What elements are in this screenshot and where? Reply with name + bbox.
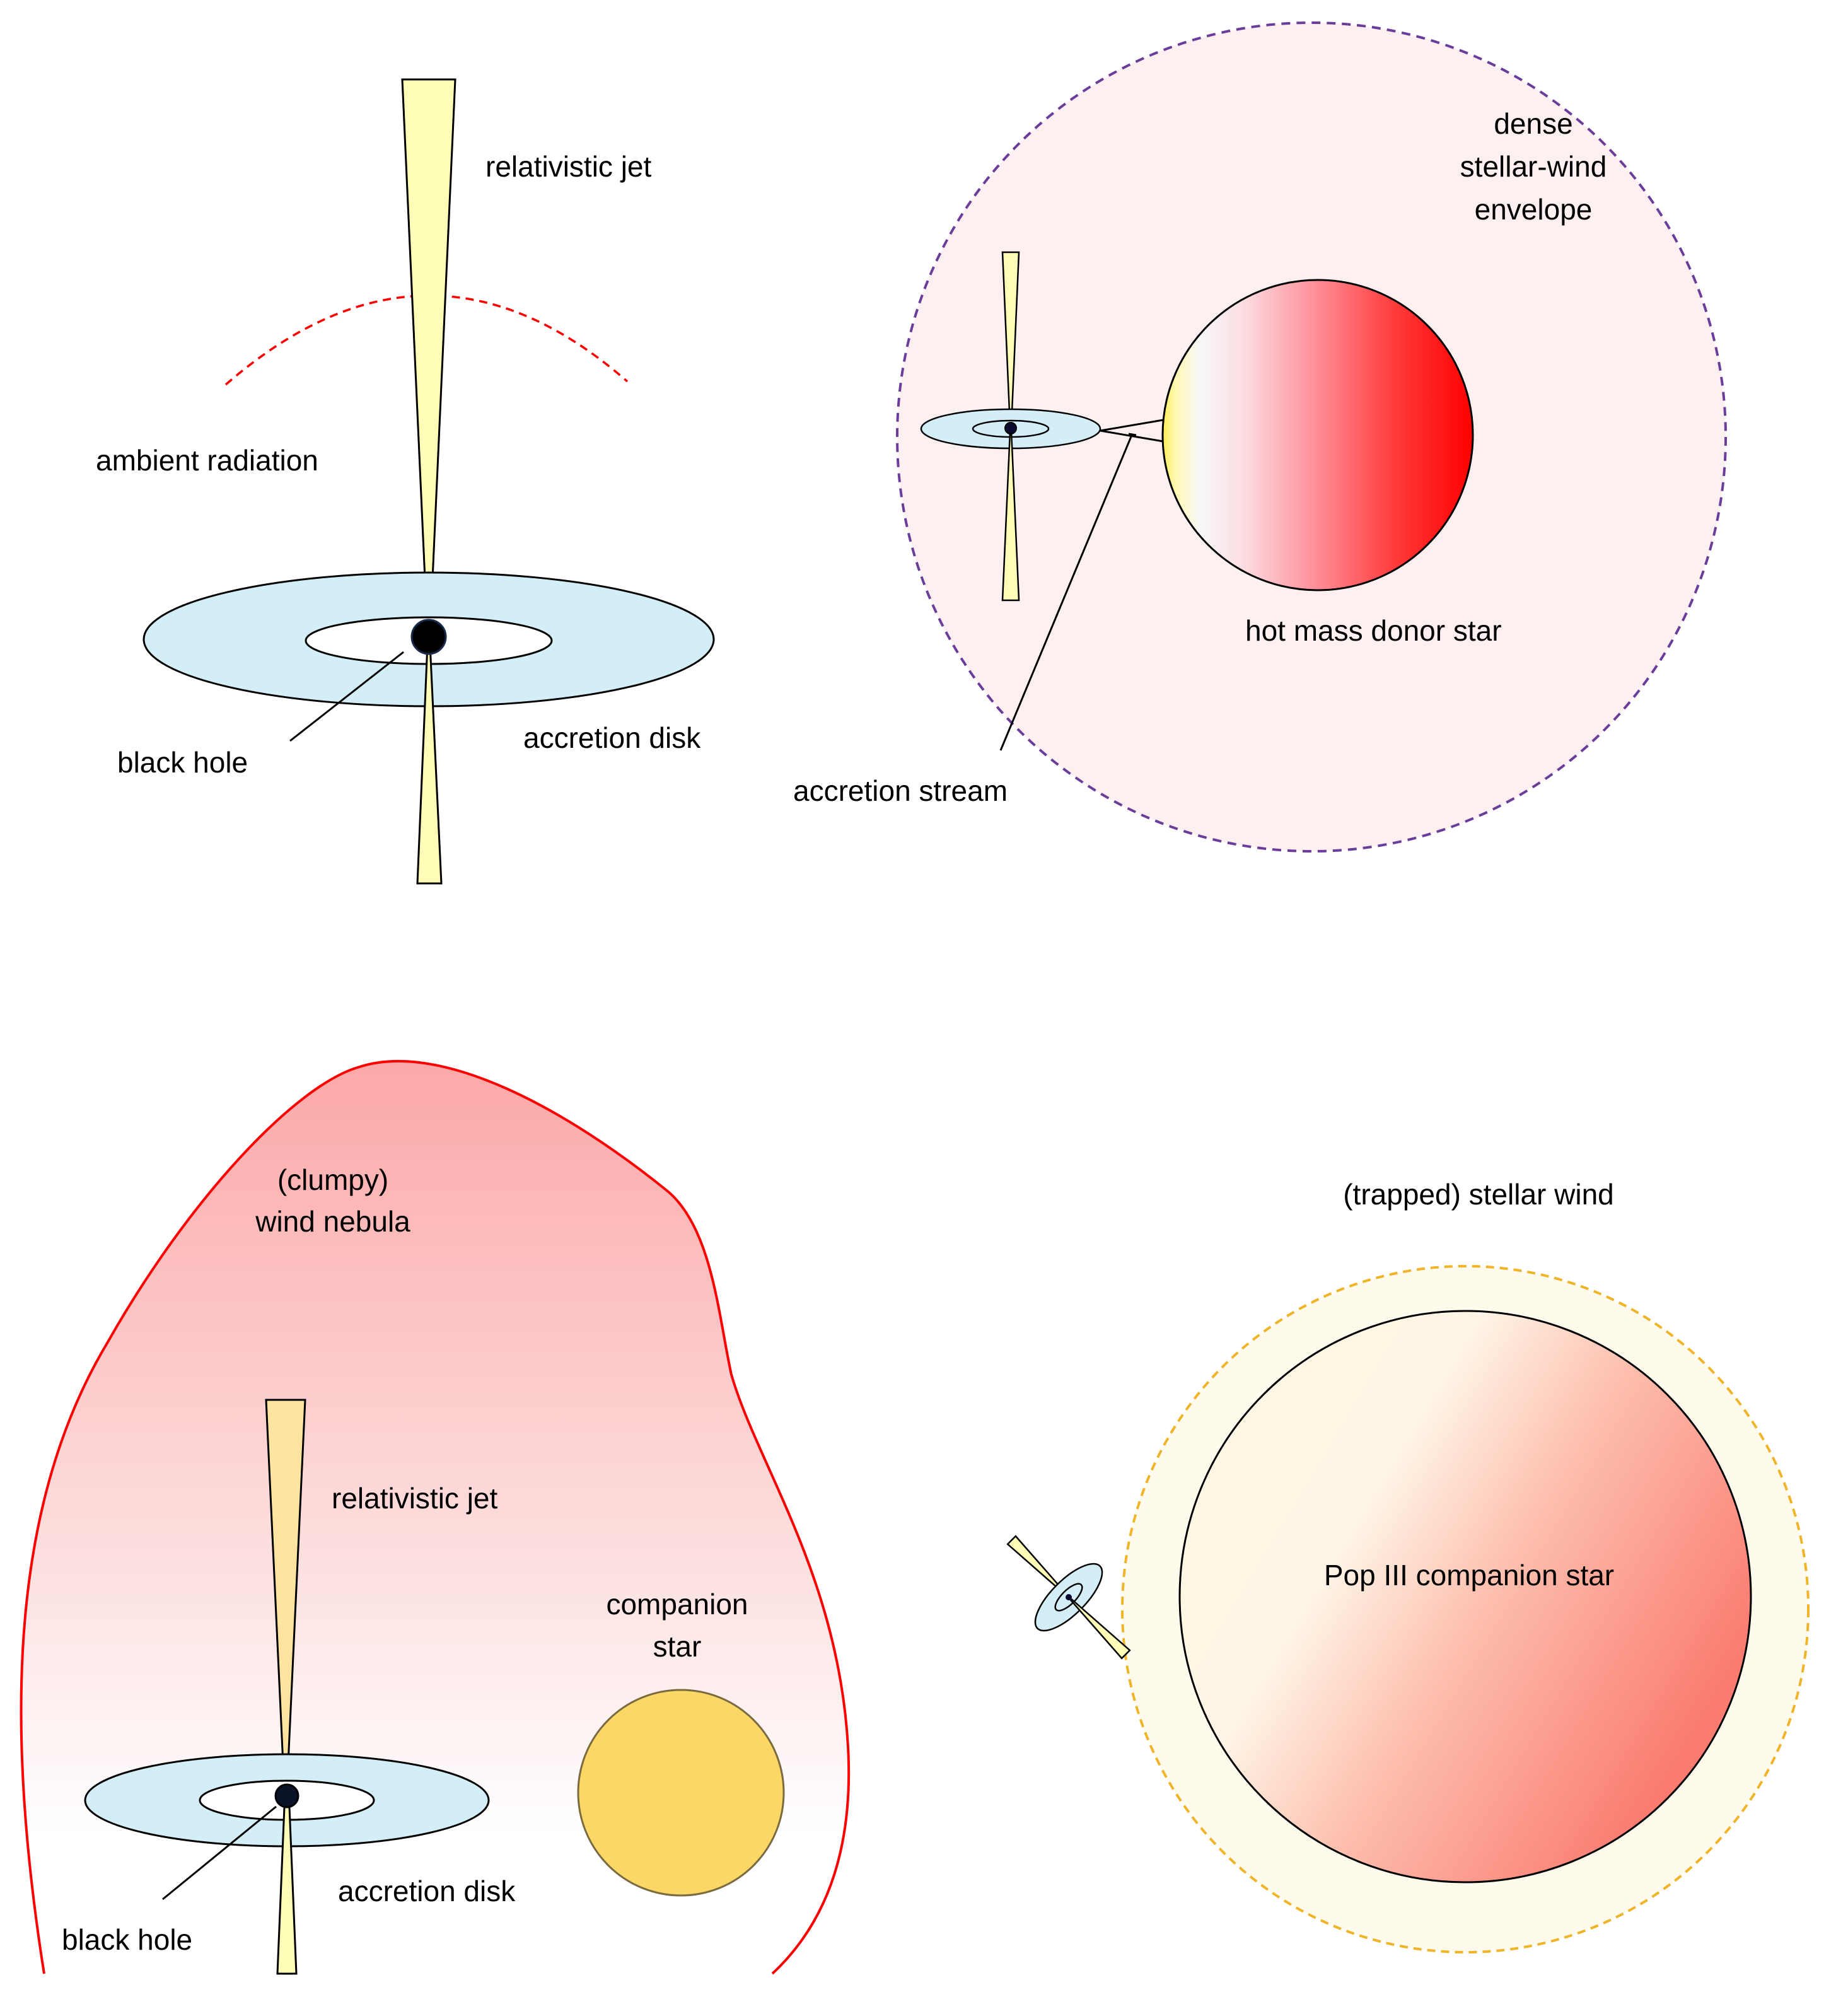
label-pop3-companion-star: Pop III companion star <box>1324 1559 1614 1592</box>
label-relativistic-jet: relativistic jet <box>332 1482 498 1515</box>
panel-bottom-left: (clumpy) wind nebula relativistic jet co… <box>20 1060 851 1975</box>
label-envelope-line2: stellar-wind <box>1460 150 1607 183</box>
accretion-stream-pointer <box>999 434 1133 751</box>
hot-mass-donor-star <box>1161 279 1474 591</box>
panel-top-left: relativistic jet ambient radiation black… <box>96 78 715 885</box>
pop3-companion-star <box>1178 1310 1752 1883</box>
wind-nebula-border <box>20 1060 851 1975</box>
label-hot-mass-donor-star: hot mass donor star <box>1245 614 1502 647</box>
label-relativistic-jet: relativistic jet <box>485 150 652 183</box>
black-hole <box>410 619 447 655</box>
panel-bottom-right: (trapped) stellar wind Pop III companion… <box>1006 1178 1810 1953</box>
black-hole <box>274 1783 299 1808</box>
label-accretion-disk: accretion disk <box>523 721 701 754</box>
small-accretion-system <box>1006 1535 1131 1660</box>
black-hole-tiny <box>1066 1594 1072 1600</box>
label-accretion-stream: accretion stream <box>793 774 1008 807</box>
panel-top-right: dense stellar-wind envelope hot mass don… <box>793 21 1727 853</box>
black-hole-small <box>1004 422 1017 434</box>
black-hole-pointer <box>289 651 404 742</box>
label-black-hole: black hole <box>62 1923 192 1956</box>
upper-jet <box>401 78 456 636</box>
label-envelope-line3: envelope <box>1475 193 1593 226</box>
label-trapped-stellar-wind: (trapped) stellar wind <box>1343 1178 1614 1211</box>
label-black-hole: black hole <box>117 746 248 779</box>
label-companion-line2: star <box>653 1630 702 1663</box>
black-hole-pointer <box>162 1805 277 1901</box>
companion-star <box>577 1689 785 1897</box>
label-ambient-radiation: ambient radiation <box>96 444 318 477</box>
label-accretion-disk: accretion disk <box>338 1875 516 1907</box>
label-companion-line1: companion <box>606 1588 748 1621</box>
label-envelope-line1: dense <box>1494 107 1572 140</box>
label-nebula-line2: wind nebula <box>255 1205 410 1238</box>
label-nebula-line1: (clumpy) <box>277 1163 388 1196</box>
jet-lower-small <box>1069 1598 1131 1660</box>
